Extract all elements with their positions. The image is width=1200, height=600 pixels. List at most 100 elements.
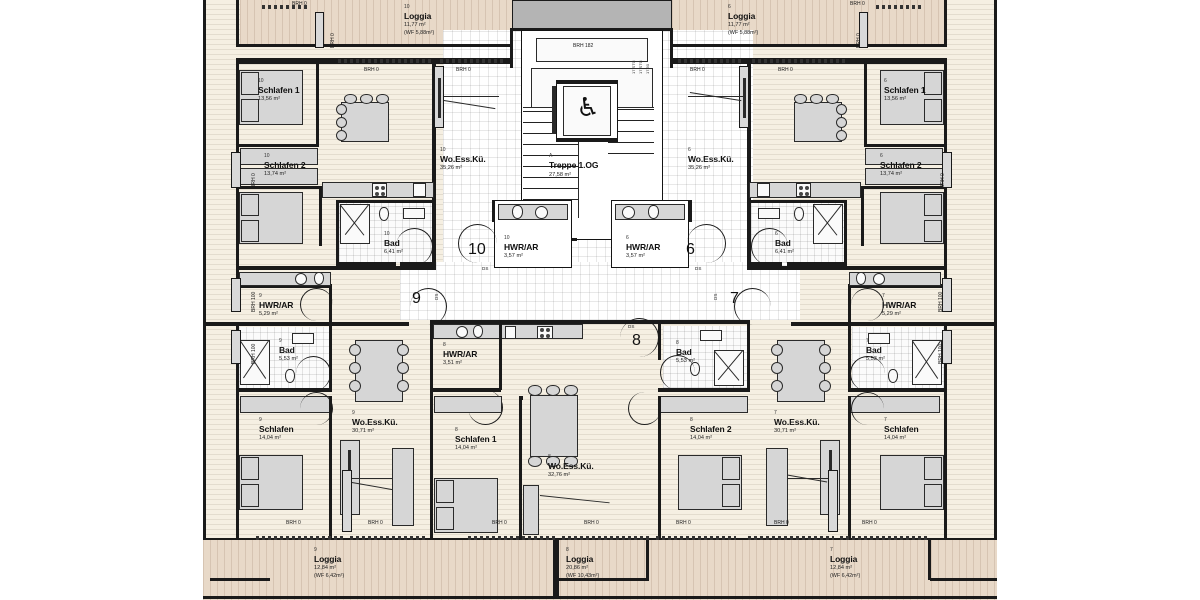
apartment-number-6: 6: [686, 241, 695, 258]
brh-label: BRH 100: [938, 291, 944, 312]
pillow: [241, 99, 259, 122]
door-seal-label: DS: [628, 324, 635, 329]
wall: [670, 28, 673, 68]
chair: [336, 104, 347, 115]
wall: [748, 262, 782, 266]
entry-door-swing-7[interactable]: [734, 288, 771, 325]
window: [562, 536, 650, 540]
brh-label: BRH 0: [850, 1, 865, 7]
window: [656, 536, 736, 540]
brh-label: BRH 0: [856, 33, 862, 48]
window: [256, 536, 344, 540]
wall: [864, 64, 867, 146]
door-swing[interactable]: [851, 288, 884, 321]
brh-label: BRH 0: [778, 67, 793, 73]
toilet: [285, 369, 295, 383]
room-area: 14,04 m²: [259, 435, 282, 441]
window: [468, 536, 556, 540]
window: [942, 278, 952, 312]
room-wf: (WF 6,42m²): [830, 573, 861, 579]
entry-door-swing-6[interactable]: [687, 224, 726, 263]
burner: [799, 186, 803, 190]
wall: [492, 200, 495, 222]
chair: [836, 104, 847, 115]
wall: [336, 262, 396, 266]
room-name: Wo.Ess.Kü.: [548, 461, 594, 471]
apartment-number-7: 7: [730, 290, 739, 307]
pillow: [241, 220, 259, 242]
door-swing[interactable]: [296, 356, 331, 391]
door-swing[interactable]: [300, 288, 333, 321]
sofa: [392, 448, 414, 526]
pillow: [924, 484, 942, 507]
wall: [861, 186, 864, 246]
wall: [336, 200, 339, 264]
door-swing[interactable]: [851, 392, 884, 425]
door-swing[interactable]: [660, 355, 695, 390]
toilet: [379, 207, 389, 221]
room-area: 11,77 m²: [404, 22, 426, 28]
room-name-treppe: Treppe 1.OG: [549, 160, 599, 170]
room-name: Schlafen: [884, 424, 919, 434]
pillow: [924, 457, 942, 480]
washer-icon: [648, 205, 659, 219]
chair: [360, 94, 373, 104]
burner: [546, 334, 550, 338]
room-code: 6: [880, 153, 883, 159]
wall: [658, 320, 661, 360]
washer-icon: [856, 272, 866, 285]
room-area: 3,57 m²: [626, 253, 645, 259]
room-code: 9: [314, 547, 317, 553]
room-area: 20,86 m²: [566, 565, 589, 571]
wall: [319, 186, 322, 246]
bed-furniture: [434, 478, 498, 533]
door-swing[interactable]: [628, 392, 661, 425]
apartment-number-9: 9: [412, 290, 421, 307]
chair: [376, 94, 389, 104]
room-wf: (WF 5,88m²): [728, 30, 759, 36]
window: [350, 536, 428, 540]
window: [231, 330, 241, 364]
wall: [928, 540, 931, 580]
washbasin: [403, 208, 425, 219]
wall: [236, 144, 319, 147]
room-area: 30,71 m²: [352, 428, 375, 434]
entry-door-swing-9[interactable]: [410, 288, 447, 325]
door-swing[interactable]: [751, 228, 788, 265]
entry-door-swing-8[interactable]: [620, 318, 659, 357]
wall: [559, 578, 649, 581]
window: [315, 12, 324, 48]
door-seal-label: DS: [695, 266, 702, 271]
entry-door-swing-10[interactable]: [458, 224, 497, 263]
toilet: [888, 369, 898, 383]
room-name: Loggia: [404, 11, 432, 21]
room-code: 9: [259, 293, 262, 299]
door-swing[interactable]: [850, 356, 885, 391]
door-leaf: [438, 78, 441, 118]
wall: [791, 322, 997, 326]
window: [231, 152, 241, 188]
sight-line: [444, 96, 499, 97]
room-area-treppe: 27,58 m²: [549, 172, 572, 178]
brh-label: BRH 100: [938, 343, 944, 364]
door-swing[interactable]: [468, 390, 503, 425]
appliance-counter: [498, 204, 568, 220]
pillow: [436, 507, 454, 530]
brh-label: BRH 0: [292, 1, 307, 7]
room-area: 3,51 m²: [443, 360, 462, 366]
dryer-icon: [873, 273, 885, 285]
room-name: Bad: [384, 238, 400, 248]
dining-table: [794, 102, 842, 142]
brh-label: BRH 0: [368, 520, 383, 526]
room-name: HWR/AR: [626, 242, 661, 252]
apartment-number-8: 8: [632, 332, 641, 349]
sight-line: [352, 478, 412, 479]
brh-label: BRH 0: [690, 67, 705, 73]
door-swing[interactable]: [300, 392, 333, 425]
room-name: HWR/AR: [443, 349, 478, 359]
room-area: 11,77 m²: [728, 22, 750, 28]
wall: [236, 284, 332, 288]
door-swing[interactable]: [396, 228, 433, 265]
room-name: HWR/AR: [504, 242, 539, 252]
room-code: A: [549, 153, 553, 159]
